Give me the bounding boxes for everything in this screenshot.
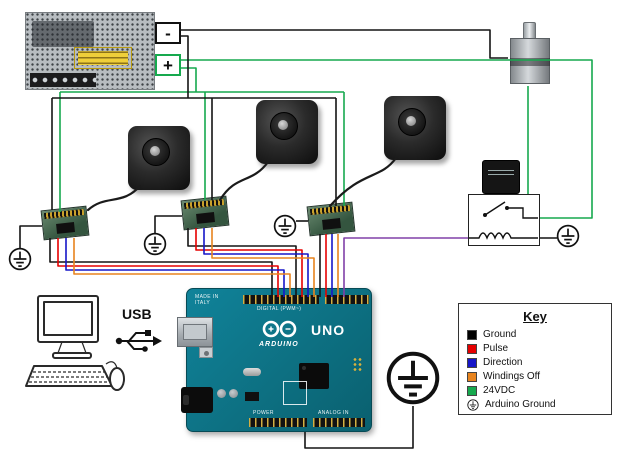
arduino-analog-header xyxy=(313,418,365,427)
relay-schematic xyxy=(468,194,540,246)
arduino-earth-ground-icon xyxy=(385,350,441,406)
computer xyxy=(25,295,125,391)
power-supply-warning-label xyxy=(74,47,132,69)
power-supply-24v xyxy=(25,12,155,90)
positive-terminal-label: + xyxy=(163,55,173,75)
stepper-motor-1 xyxy=(128,126,190,190)
motor1-cable xyxy=(86,184,142,212)
arduino-usb-port xyxy=(177,317,213,347)
arduino-power-header xyxy=(249,418,307,427)
wire-ground-earth1 xyxy=(19,225,42,248)
legend-row-24vdc: 24VDC xyxy=(467,384,603,398)
positive-terminal: + xyxy=(155,54,181,76)
legend-row-pulse: Pulse xyxy=(467,342,603,356)
arduino-analog-label: ANALOG IN xyxy=(318,410,349,416)
legend-label: 24VDC xyxy=(483,385,516,396)
earth-ground-icon xyxy=(143,232,167,256)
silkscreen-box xyxy=(283,381,307,405)
motor2-cable xyxy=(218,160,270,202)
arduino-power-label: POWER xyxy=(253,410,274,416)
relay-schematic-drawing xyxy=(469,201,538,240)
power-supply-terminal-strip xyxy=(30,73,96,87)
negative-terminal-label: - xyxy=(165,23,171,43)
wire-logic-ground-driver2 xyxy=(187,228,297,297)
arduino-digital-header-right xyxy=(325,295,369,304)
stepper-motor-3 xyxy=(384,96,446,160)
legend-title: Key xyxy=(523,309,547,324)
stepper-motor-2 xyxy=(256,100,318,164)
negative-terminal: - xyxy=(155,22,181,44)
usb-label: USB xyxy=(122,306,152,322)
legend-label: Direction xyxy=(483,357,523,368)
arduino-power-jack xyxy=(181,387,213,413)
stepper-driver-1 xyxy=(40,205,90,241)
solenoid-band xyxy=(510,58,550,66)
legend-label: Arduino Ground xyxy=(485,399,556,410)
arduino-uno-board: MADE IN ITALY DIGITAL (PWM~) ARDUINO UNO… xyxy=(177,288,372,432)
earth-ground-icon xyxy=(8,247,32,271)
solenoid xyxy=(508,22,552,84)
wire-ground-to-solenoid xyxy=(181,29,508,59)
power-supply-transformer xyxy=(32,21,94,47)
earth-ground-icon xyxy=(273,214,297,238)
legend-label: Ground xyxy=(483,329,517,340)
arduino-made-in-text: MADE IN ITALY xyxy=(195,294,219,306)
stepper-driver-3 xyxy=(306,201,356,237)
wire-windings-off-driver2 xyxy=(211,228,315,297)
wire-pulse-driver2 xyxy=(195,228,303,297)
arduino-brand-text: ARDUINO xyxy=(259,341,299,348)
arduino-model-text: UNO xyxy=(311,322,346,338)
legend-row-direction: Direction xyxy=(467,356,603,370)
legend-swatch-pulse xyxy=(467,344,477,354)
reset-button xyxy=(199,347,213,358)
arduino-infinity-logo xyxy=(262,320,297,338)
usb-icon xyxy=(115,330,162,352)
wire-24vdc-feed xyxy=(181,67,197,92)
arduino-digital-header-left xyxy=(243,295,319,304)
voltage-regulator xyxy=(245,392,259,401)
capacitor xyxy=(217,389,226,398)
wire-ground-feed xyxy=(181,35,189,98)
legend-swatch-24vdc xyxy=(467,386,477,396)
legend-swatch-windings-off xyxy=(467,372,477,382)
microcontroller-chip xyxy=(299,363,329,389)
capacitor xyxy=(229,389,238,398)
legend-swatch-direction xyxy=(467,358,477,368)
arduino-ground-icon xyxy=(467,399,479,411)
legend-row-windings-off: Windings Off xyxy=(467,370,603,384)
icsp-header xyxy=(353,357,363,372)
legend-row-arduino-ground: Arduino Ground xyxy=(467,398,603,412)
wire-direction-driver2 xyxy=(203,228,309,297)
wire-ground-earth2 xyxy=(154,215,182,233)
earth-ground-icon xyxy=(556,224,580,248)
arduino-digital-label: DIGITAL (PWM~) xyxy=(257,306,302,312)
motor3-cable xyxy=(328,156,398,208)
legend-label: Windings Off xyxy=(483,371,541,382)
legend-label: Pulse xyxy=(483,343,509,354)
legend-swatch-ground xyxy=(467,330,477,340)
stepper-driver-2 xyxy=(180,195,230,231)
crystal-oscillator xyxy=(243,368,261,376)
legend: Key Ground Pulse Direction Windings Off … xyxy=(458,303,612,415)
legend-row-ground: Ground xyxy=(467,328,603,342)
relay xyxy=(482,160,520,194)
